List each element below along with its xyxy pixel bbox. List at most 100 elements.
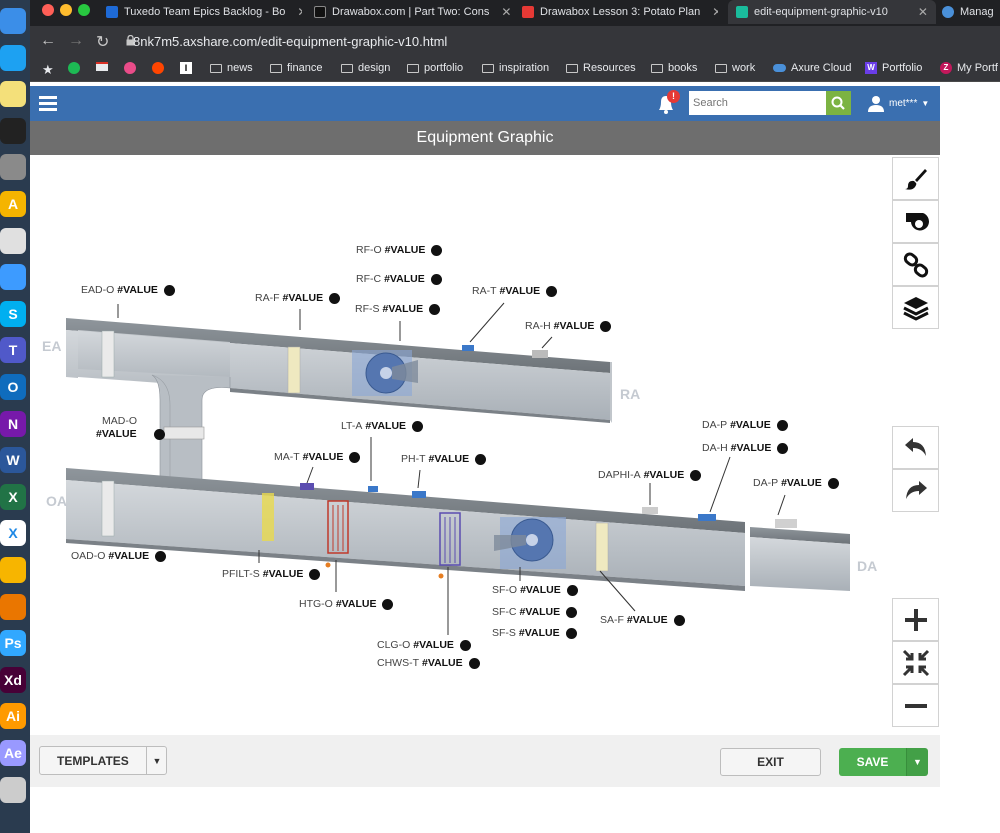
point-daphi-a[interactable]: DAPHI-A#VALUE [598,469,702,481]
chrome-icon[interactable] [0,227,26,254]
bookmark-design[interactable]: design [341,62,390,74]
point-ra-h[interactable]: RA-H#VALUE [525,320,612,332]
point-ead-o[interactable]: EAD-O#VALUE [81,284,175,296]
link-tool-button[interactable] [892,243,939,286]
finder-icon[interactable] [0,8,26,34]
minimize-window-button[interactable] [60,4,72,16]
star-icon[interactable]: ★ [42,62,54,77]
word-icon[interactable]: W [0,447,26,474]
browser-tab[interactable]: Drawabox Lesson 3: Potato Plan ✕ [522,0,718,24]
keynote-icon[interactable] [0,154,26,181]
teams-icon[interactable]: T [0,337,26,364]
menu-button[interactable] [30,86,66,121]
fit-to-screen-button[interactable] [892,641,939,684]
equipment-canvas[interactable]: EA OA RA DA RF-O#VALUE RF-C#VALUE RF-S#V… [30,155,940,735]
bookmark-icon[interactable]: I [180,62,192,74]
point-da-h[interactable]: DA-H#VALUE [702,442,789,454]
point-sa-f[interactable]: SA-F#VALUE [600,614,685,626]
search-input[interactable] [689,91,826,115]
save-options-dropdown[interactable]: ▼ [906,748,928,776]
photoshop-icon[interactable]: Ps [0,630,26,657]
point-sf-o[interactable]: SF-O#VALUE [492,584,578,596]
bookmark-portfolio[interactable]: portfolio [407,62,463,74]
point-rf-c[interactable]: RF-C#VALUE [356,273,442,285]
font-icon[interactable]: A [0,191,26,217]
point-da-p-discharge[interactable]: DA-P#VALUE [753,477,839,489]
maximize-window-button[interactable] [78,4,90,16]
dribbble-icon[interactable] [124,62,136,74]
bookmark-finance[interactable]: finance [270,62,322,74]
user-menu[interactable]: met*** ▼ [867,94,929,112]
twitter-icon[interactable] [0,44,26,71]
chevron-down-icon[interactable]: ▼ [146,747,167,774]
layers-tool-button[interactable] [892,286,939,329]
illustrator-icon[interactable]: Ai [0,703,26,730]
forward-icon[interactable]: → [68,32,84,49]
point-lt-a[interactable]: LT-A#VALUE [341,420,424,432]
browser-tab[interactable]: Tuxedo Team Epics Backlog - Bo ✕ [106,0,302,24]
preview-icon[interactable] [0,776,26,803]
point-ra-t[interactable]: RA-T#VALUE [472,285,558,297]
close-tab-icon[interactable]: ✕ [712,5,718,19]
bookmark-resources[interactable]: Resources [566,62,636,74]
zone-label-ra: RA [620,386,641,402]
back-icon[interactable]: ← [40,32,56,49]
close-tab-icon[interactable]: ✕ [297,5,302,19]
notification-bell[interactable]: ! [654,90,680,116]
outlook-icon[interactable]: O [0,374,26,400]
aftereffects-icon[interactable]: Ae [0,740,26,766]
zoom-out-button[interactable] [892,684,939,727]
point-rf-o[interactable]: RF-O#VALUE [356,244,443,256]
brush-tool-button[interactable] [892,157,939,200]
zoom-in-button[interactable] [892,598,939,641]
bookmark-inspiration[interactable]: inspiration [482,62,549,74]
save-button[interactable]: SAVE [839,748,906,776]
redo-button[interactable] [892,469,939,512]
templates-button[interactable]: TEMPLATES ▼ [39,746,167,775]
bookmark-books[interactable]: books [651,62,697,74]
skype-icon[interactable]: S [0,300,26,327]
messages-icon[interactable] [0,264,26,291]
bookmark-axure-cloud[interactable]: Axure Cloud [773,62,852,74]
browser-tab[interactable]: Drawabox.com | Part Two: Cons ✕ [314,0,510,24]
undo-button[interactable] [892,426,939,469]
point-mad-o[interactable]: MAD-O #VALUE [96,415,165,440]
onenote-icon[interactable]: N [0,410,26,437]
stickies-icon[interactable] [0,81,26,108]
point-da-p[interactable]: DA-P#VALUE [702,419,788,431]
bookmark-work[interactable]: work [715,62,755,74]
point-pfilt-s[interactable]: PFILT-S#VALUE [222,568,321,580]
reddit-icon[interactable] [152,62,164,74]
point-oad-o[interactable]: OAD-O#VALUE [71,550,167,562]
point-sf-s[interactable]: SF-S#VALUE [492,627,577,639]
gmail-icon[interactable] [96,62,108,71]
activity-monitor-icon[interactable] [0,117,26,144]
excel-icon[interactable]: X [0,483,26,510]
point-htg-o[interactable]: HTG-O#VALUE [299,598,394,610]
point-ra-f[interactable]: RA-F#VALUE [255,292,341,304]
xd-icon[interactable]: Xd [0,666,26,693]
bookmark-news[interactable]: news [210,62,253,74]
point-chws-t[interactable]: CHWS-T#VALUE [377,657,480,669]
point-rf-s[interactable]: RF-S#VALUE [355,303,441,315]
xcode-icon[interactable]: X [0,520,26,547]
search-button[interactable] [826,91,851,115]
browser-tab-active[interactable]: edit-equipment-graphic-v10 ✕ [728,0,936,24]
close-window-button[interactable] [42,4,54,16]
spotify-icon[interactable] [68,62,80,74]
point-ph-t[interactable]: PH-T#VALUE [401,453,487,465]
point-clg-o[interactable]: CLG-O#VALUE [377,639,471,651]
browser-tab[interactable]: Manag [942,0,1000,24]
blender-icon[interactable] [0,593,26,620]
close-tab-icon[interactable]: ✕ [501,5,510,19]
sketch-icon[interactable] [0,557,26,583]
reload-icon[interactable]: ↻ [96,34,110,51]
url-field[interactable]: 8nk7m5.axshare.com/edit-equipment-graphi… [133,34,448,49]
point-sf-c[interactable]: SF-C#VALUE [492,606,578,618]
fan-tool-button[interactable] [892,200,939,243]
close-tab-icon[interactable]: ✕ [917,5,928,19]
exit-button[interactable]: EXIT [720,748,821,776]
point-ma-t[interactable]: MA-T#VALUE [274,451,361,463]
